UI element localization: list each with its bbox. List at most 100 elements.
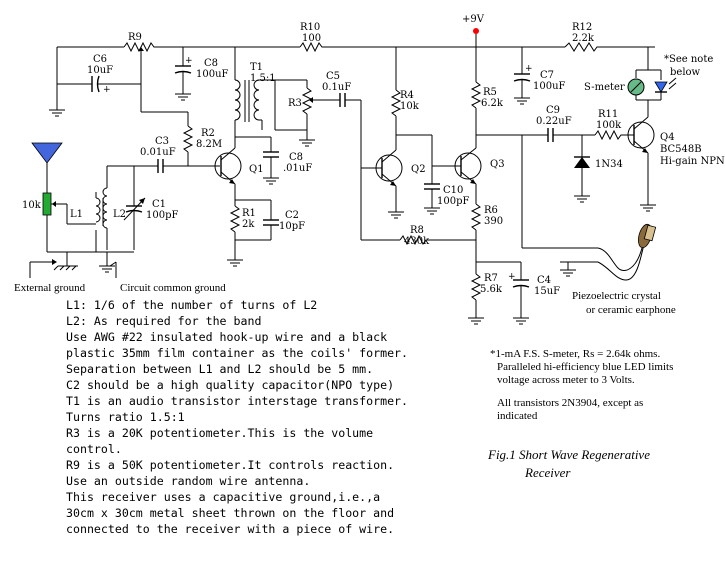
q2-label: Q2 bbox=[411, 164, 426, 175]
d-1n34-diode: 1N34 bbox=[574, 135, 623, 203]
note-line: Separation between L1 and L2 should be 5… bbox=[66, 362, 373, 376]
d-label: 1N34 bbox=[595, 159, 623, 170]
c2-capacitor: C2 10pF bbox=[235, 210, 305, 241]
l1-l2-coils: L1 L2 bbox=[66, 166, 126, 252]
note-line: T1 is an audio transistor interstage tra… bbox=[66, 394, 408, 408]
c8-capacitor: C8 .01uF bbox=[263, 151, 312, 185]
led-note-1: *See note bbox=[664, 54, 713, 65]
blue-led: *See note below bbox=[654, 54, 713, 100]
note-line: 30cm x 30cm metal sheet thrown on the fl… bbox=[66, 506, 394, 520]
c1-value: 100pF bbox=[146, 210, 178, 221]
caption-line-1: Fig.1 Short Wave Regenerative bbox=[487, 447, 650, 462]
r1-label: R1 bbox=[242, 208, 256, 219]
note-line: C2 should be a high quality capacitor(NP… bbox=[66, 378, 394, 392]
note-right-line: *1-mA F.S. S-meter, Rs = 2.64k ohms. bbox=[490, 348, 660, 360]
c4-label: C4 bbox=[537, 275, 551, 286]
r9-potentiometer: R9 bbox=[123, 32, 156, 112]
r6-value: 390 bbox=[484, 216, 503, 227]
c10-label: C10 bbox=[443, 185, 463, 196]
c1-variable-capacitor: C1 100pF bbox=[107, 165, 178, 250]
r3-potentiometer: R3 bbox=[275, 79, 340, 147]
notes-left: L1: 1/6 of the number of turns of L2 L2:… bbox=[66, 298, 408, 536]
c7-label: C7 bbox=[540, 70, 554, 81]
notes-right: *1-mA F.S. S-meter, Rs = 2.64k ohms. Par… bbox=[490, 348, 673, 422]
r1-value: 2k bbox=[242, 219, 255, 230]
r10-resistor: R10 100 bbox=[299, 22, 325, 53]
r11-value: 100k bbox=[596, 120, 622, 131]
r4-resistor: R4 10k bbox=[390, 47, 433, 168]
c10-value: 100pF bbox=[437, 196, 469, 207]
l1-label: L1 bbox=[70, 209, 83, 220]
note-right-line: indicated bbox=[497, 410, 538, 422]
c8-top-value: 100uF bbox=[196, 69, 229, 80]
q1-label: Q1 bbox=[249, 164, 264, 175]
r8-value: 430k bbox=[404, 236, 430, 247]
c5-capacitor: C5 0.1uF bbox=[322, 71, 362, 240]
c3-value: 0.01uF bbox=[140, 147, 176, 158]
r10-value: 100 bbox=[302, 33, 321, 44]
r4-value: 10k bbox=[400, 101, 420, 112]
external-ground-label: External ground bbox=[14, 282, 86, 294]
note-line: R9 is a 50K potentiometer.It controls re… bbox=[66, 458, 394, 472]
note-right-line: Paralleled hi-efficiency blue LED limits bbox=[497, 361, 673, 373]
note-line: Turns ratio 1.5:1 bbox=[66, 410, 185, 424]
r9-label: R9 bbox=[128, 32, 142, 43]
antenna: 10k bbox=[22, 142, 67, 252]
note-line: This receiver uses a capacitive ground,i… bbox=[66, 490, 380, 504]
q2-transistor: Q2 bbox=[361, 135, 426, 219]
r12-value: 2.2k bbox=[572, 33, 595, 44]
r3-label: R3 bbox=[288, 98, 302, 109]
r11-resistor: R11 100k bbox=[594, 109, 632, 141]
pot-label: 10k bbox=[22, 200, 42, 211]
t1-label: T1 bbox=[250, 62, 263, 73]
r12-resistor: R12 2.2k bbox=[564, 22, 600, 52]
s-meter-label: S-meter bbox=[584, 82, 625, 93]
caption-line-2: Receiver bbox=[524, 465, 571, 480]
c8-top-capacitor: + C8 100uF bbox=[174, 47, 229, 101]
svg-text:+: + bbox=[525, 64, 533, 74]
note-line: R3 is a 20K potentiometer.This is the vo… bbox=[66, 426, 373, 440]
t1-transformer: T1 1.5:1 bbox=[234, 47, 276, 148]
c5-value: 0.1uF bbox=[322, 82, 351, 93]
q4-type: BC548B bbox=[660, 144, 702, 155]
l2-label: L2 bbox=[113, 209, 126, 220]
t1-ratio: 1.5:1 bbox=[250, 73, 276, 84]
svg-text:+: + bbox=[508, 272, 516, 282]
c2-value: 10pF bbox=[279, 221, 305, 232]
piezo-label-2: or ceramic earphone bbox=[586, 304, 676, 316]
q4-label: Q4 bbox=[660, 132, 675, 143]
r8-label: R8 bbox=[410, 225, 424, 236]
c7-capacitor: + C7 100uF bbox=[513, 47, 566, 105]
q1-transistor: Q1 bbox=[214, 136, 272, 200]
c9-label: C9 bbox=[546, 105, 560, 116]
q3-label: Q3 bbox=[490, 159, 505, 170]
r2-label: R2 bbox=[201, 128, 215, 139]
r6-resistor: R6 390 bbox=[470, 200, 503, 274]
r5-label: R5 bbox=[483, 87, 497, 98]
r2-resistor: R2 8.2M bbox=[141, 111, 222, 166]
c7-value: 100uF bbox=[533, 81, 566, 92]
c9-value: 0.22uF bbox=[536, 116, 572, 127]
r11-label: R11 bbox=[598, 109, 618, 120]
note-right-line: voltage across meter to 3 Volts. bbox=[497, 374, 635, 386]
c5-label: C5 bbox=[326, 71, 340, 82]
r1-resistor: R1 2k bbox=[227, 199, 272, 267]
c6-value: 10uF bbox=[87, 65, 113, 76]
pot-10k bbox=[42, 192, 52, 216]
note-line: control. bbox=[66, 442, 122, 456]
r12-label: R12 bbox=[572, 22, 592, 33]
note-line: L1: 1/6 of the number of turns of L2 bbox=[66, 298, 317, 312]
top-rail-wire bbox=[56, 46, 655, 108]
r8-resistor: R8 430k bbox=[361, 225, 476, 247]
ground-bus: External ground Circuit common ground bbox=[14, 251, 226, 294]
supply-node: +9V bbox=[462, 14, 485, 47]
figure-caption: Fig.1 Short Wave Regenerative Receiver bbox=[487, 447, 650, 480]
c3-capacitor: C3 0.01uF bbox=[134, 136, 220, 173]
c10-capacitor: C10 100pF bbox=[424, 168, 469, 215]
common-ground-label: Circuit common ground bbox=[120, 282, 226, 294]
r10-label: R10 bbox=[300, 22, 320, 33]
r4-label: R4 bbox=[400, 90, 414, 101]
q4-desc: Hi-gain NPN bbox=[660, 156, 725, 167]
